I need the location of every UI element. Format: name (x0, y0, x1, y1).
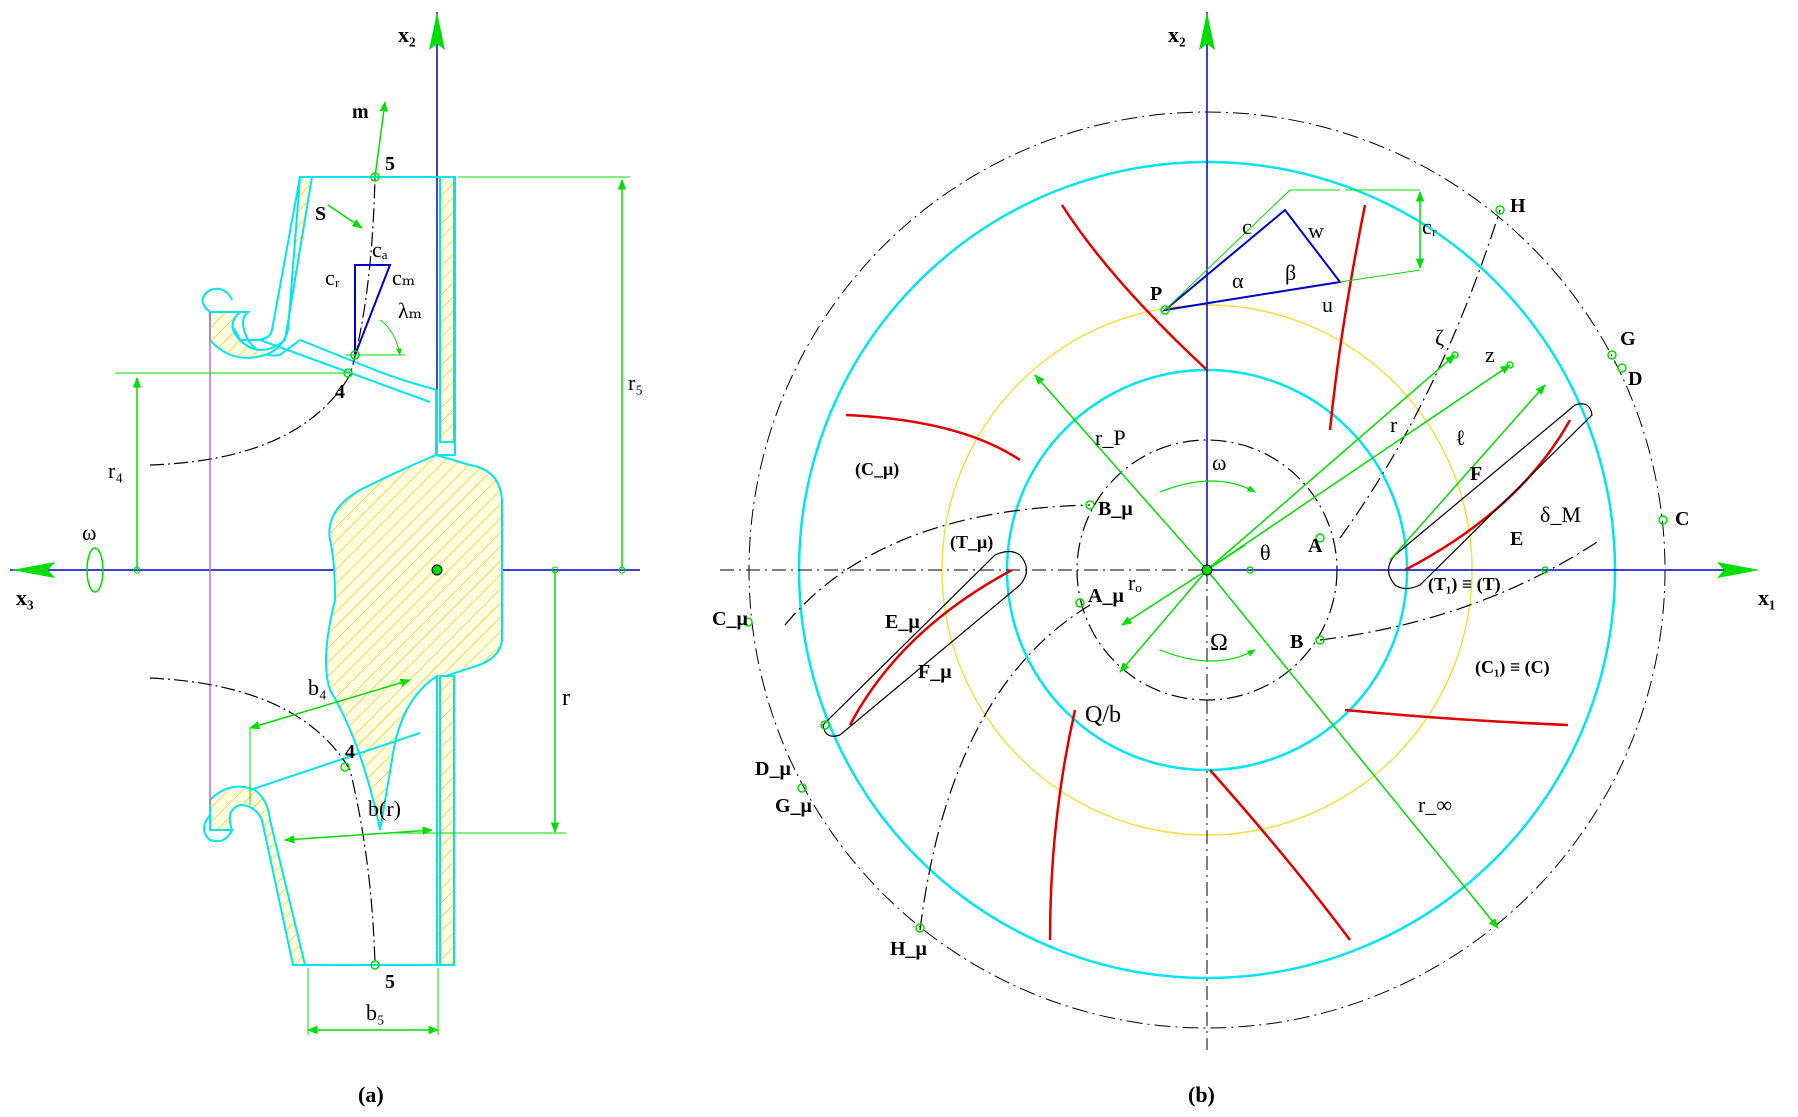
x2-arrow-b (1199, 12, 1215, 50)
cr-label-b: cᵣ (1422, 214, 1437, 239)
c-label-b: c (1242, 214, 1252, 239)
slot-left (822, 550, 1028, 737)
inlet-hook-top (201, 287, 233, 313)
lambda-m-label: λₘ (398, 298, 422, 323)
alpha-label: α (1232, 268, 1244, 293)
pt4-bot-label: 4 (345, 741, 355, 763)
r4-label: r₄ (108, 458, 123, 483)
blades (845, 204, 1572, 941)
s-label: S (315, 203, 326, 225)
P-label: P (1150, 283, 1162, 305)
B-label: B (1290, 631, 1303, 653)
shroud-bottom-hatched (209, 785, 307, 966)
G-mu-label: G_μ (775, 795, 813, 817)
pt5-bot-label: 5 (385, 971, 395, 993)
ro-label: rₒ (1128, 570, 1142, 595)
r-label-a: r (562, 685, 570, 711)
pt5-top-label: 5 (385, 153, 395, 175)
T1T-label: (T₁) ≡ (T) (1428, 574, 1501, 595)
r5-label: r₅ (628, 370, 643, 395)
C-mu-label: C_μ (712, 608, 748, 630)
A-label: A (1308, 535, 1323, 557)
H-label: H (1510, 195, 1526, 217)
hub-region (325, 390, 503, 966)
x2-arrow-a (429, 12, 445, 50)
u-label: u (1322, 292, 1333, 317)
omega-b-label: ω (1212, 450, 1226, 475)
E-label: E (1510, 528, 1523, 550)
b-r-label: b(r) (368, 796, 401, 821)
z-label: z (1485, 342, 1495, 367)
F-mu-label: F_μ (918, 661, 952, 683)
theta-label: θ (1260, 540, 1271, 565)
delta-m-label: δ_M (1540, 502, 1581, 527)
shroud-top-hatched (209, 176, 314, 359)
C-label: C (1675, 508, 1689, 530)
H-mu-label: H_μ (890, 938, 928, 960)
x1-label: x₁ (1758, 585, 1776, 610)
x1-arrow (1717, 562, 1760, 578)
rP-label: r_P (1095, 425, 1126, 450)
b5-label: b₅ (366, 1000, 385, 1025)
velocity-triangle-b (1161, 208, 1342, 312)
B-mu-label: B_μ (1098, 498, 1133, 520)
T-mu-paren-label: (T_μ) (950, 532, 993, 553)
E-mu-label: E_μ (885, 611, 920, 633)
streamline-bottom (149, 677, 376, 966)
Qb-label: Q/b (1085, 702, 1121, 728)
caption-b: (b) (1188, 1082, 1215, 1107)
pt4-top-label: 4 (335, 381, 345, 403)
D-mu-label: D_μ (755, 758, 791, 780)
x3-arrow (12, 562, 55, 578)
b4-label: b₄ (308, 675, 327, 700)
Omega-label: Ω (1210, 630, 1228, 656)
C-mu-paren-label: (C_μ) (855, 459, 899, 480)
hub-wall-top (439, 176, 455, 443)
x3-label: x₃ (16, 585, 34, 610)
w-label: w (1308, 218, 1324, 243)
ell-label: ℓ (1455, 425, 1466, 450)
shroud-top (209, 176, 456, 456)
r-inf-label: r_∞ (1418, 792, 1452, 817)
hub-wall-bottom (439, 675, 455, 966)
velocity-triangle (354, 264, 392, 356)
D-label: D (1628, 368, 1642, 390)
x2-label-b: x₂ (1168, 22, 1186, 47)
G-label: G (1620, 328, 1636, 350)
streamlines (784, 209, 1601, 931)
omega-a-label: ω (82, 520, 96, 545)
beta-label: β (1285, 260, 1296, 285)
C1C-label: (C₁) ≡ (C) (1475, 657, 1550, 678)
A-mu-label: A_μ (1088, 585, 1124, 607)
zeta-label: ζ (1435, 325, 1444, 350)
x2-label-a: x₂ (398, 22, 416, 47)
cm-label: cₘ (392, 265, 415, 290)
panel-b: x₂ x₁ P c w cᵣ α β u H G D C ζ z r ℓ F E… (712, 12, 1776, 1107)
m-label: m (352, 101, 369, 123)
r-label-b: r (1390, 412, 1398, 437)
slot-right (1387, 403, 1593, 590)
caption-a: (a) (358, 1082, 384, 1107)
F-label: F (1470, 463, 1482, 485)
cr-label: cᵣ (325, 265, 340, 290)
ca-label: cₐ (372, 237, 388, 262)
inlet-hook-bottom (203, 814, 233, 843)
panel-a: x₂ x₃ m 5 S cₐ cᵣ cₘ λₘ 4 r₄ r₅ ω r b₄ 4… (10, 12, 643, 1107)
streamline-top (149, 176, 376, 466)
